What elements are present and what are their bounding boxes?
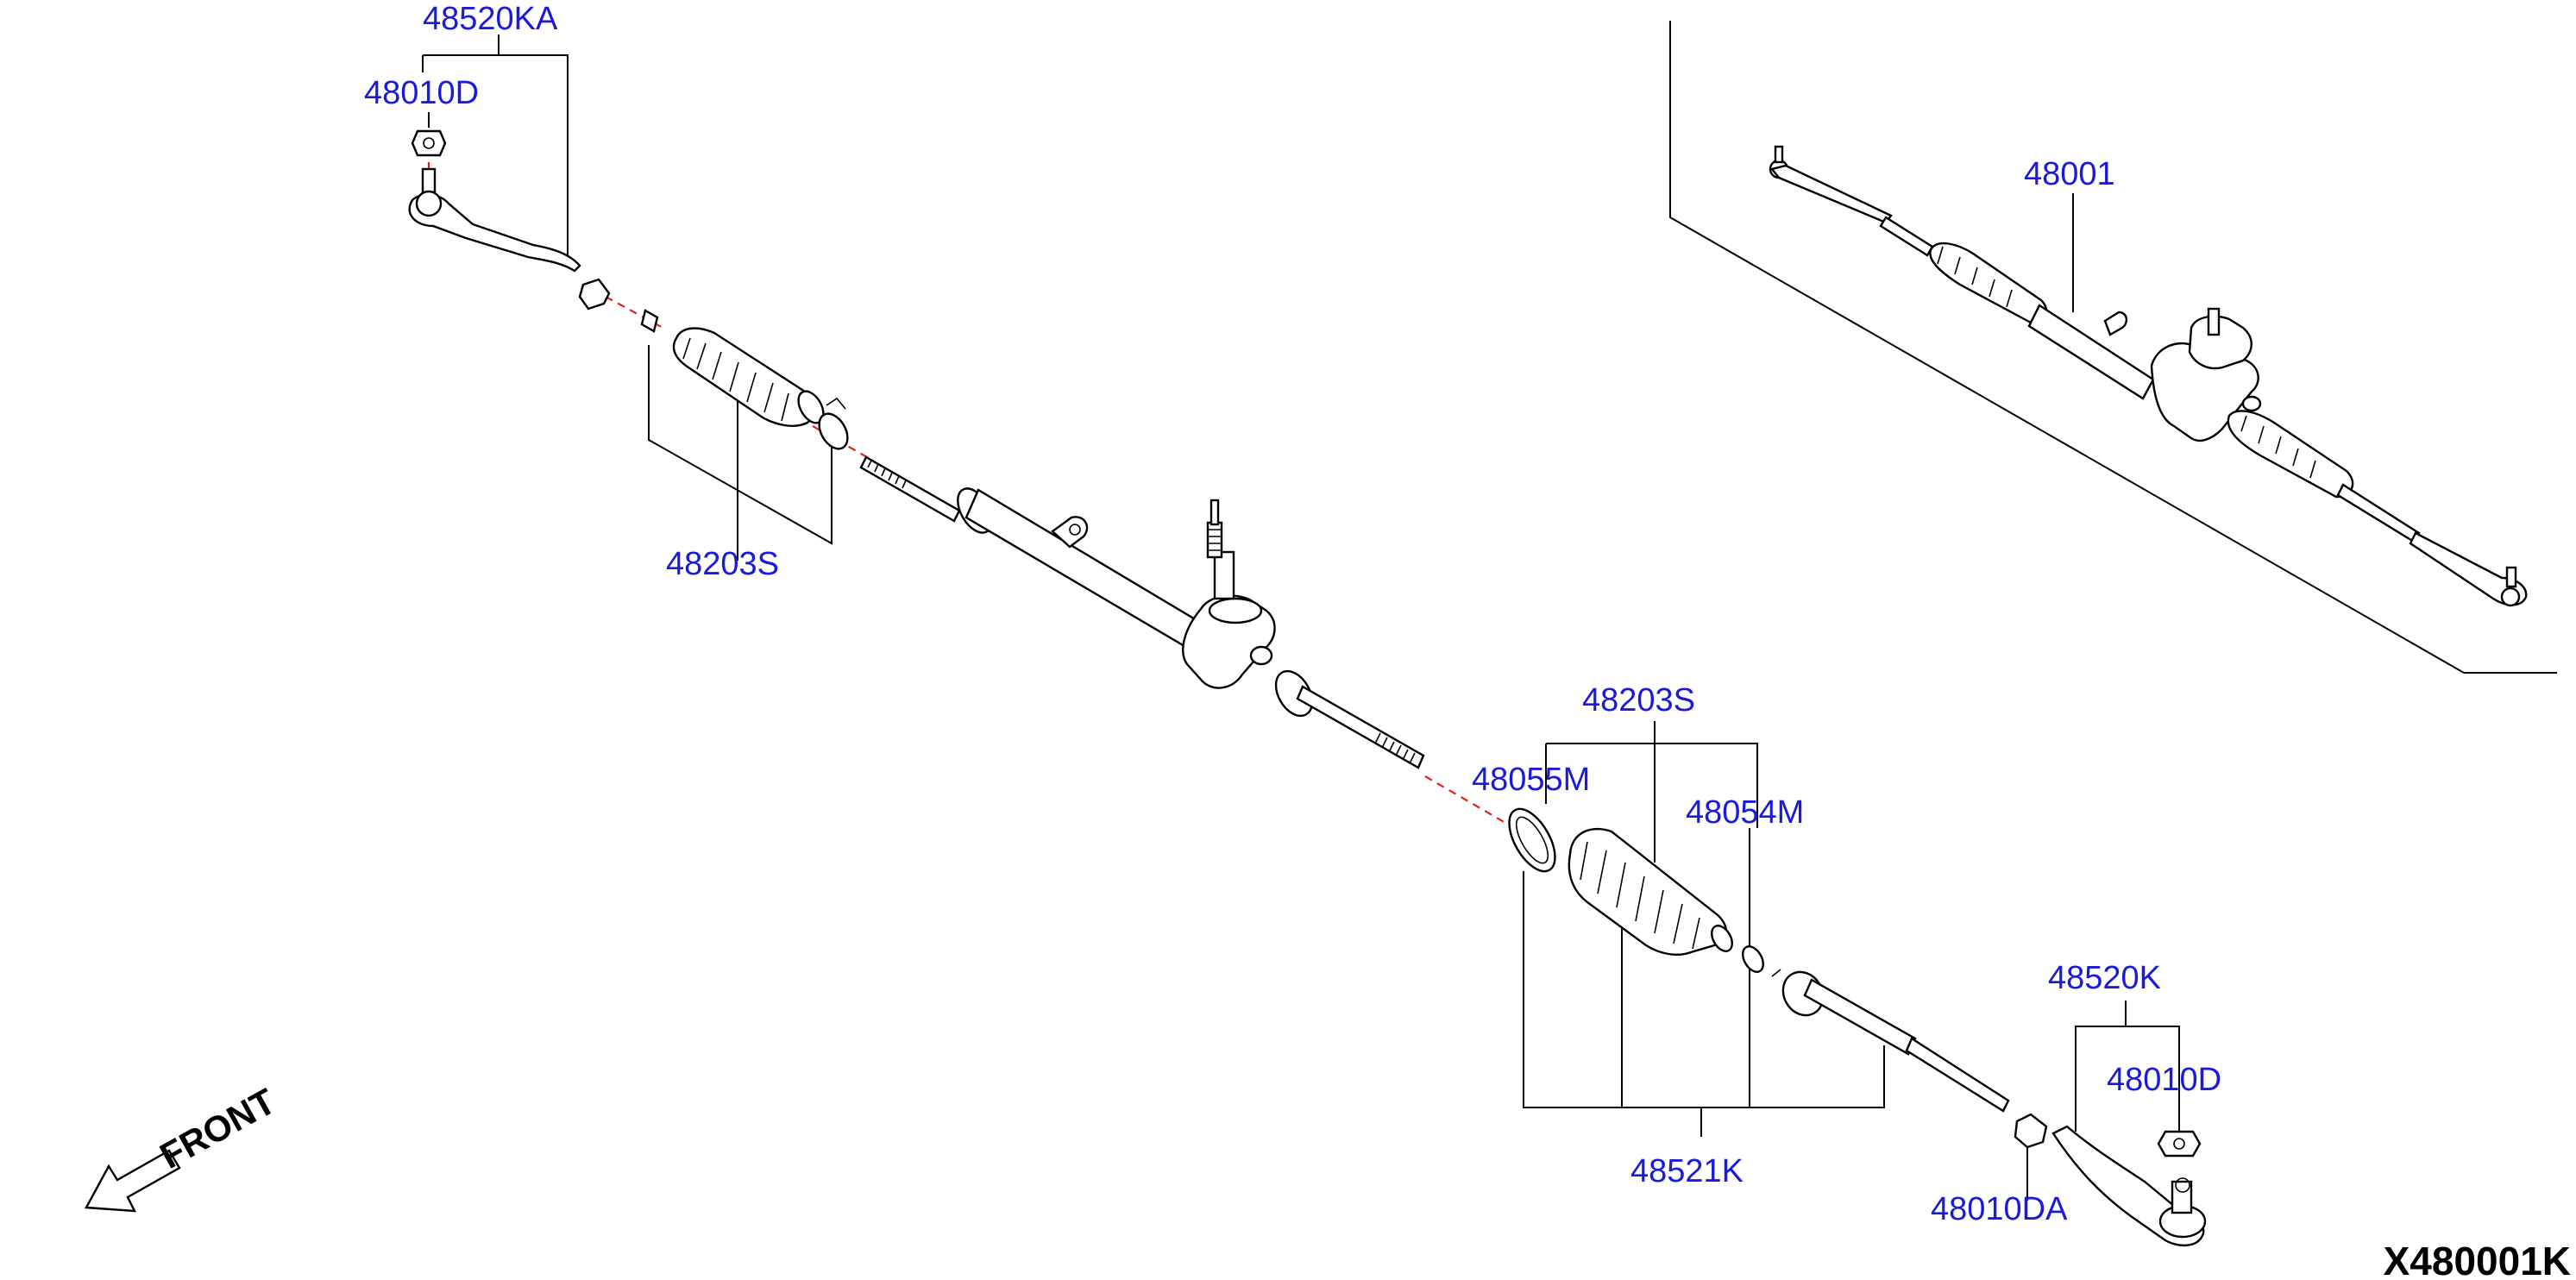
label-48520K[interactable]: 48520K xyxy=(2048,960,2161,996)
left-lock-nut[interactable] xyxy=(578,278,611,311)
label-48001[interactable]: 48001 xyxy=(2024,156,2115,192)
label-48203S-right[interactable]: 48203S xyxy=(1582,682,1695,718)
label-48203S-left[interactable]: 48203S xyxy=(666,546,779,582)
part-labels: 48520KA 48010D 48203S 48001 48203S 48055… xyxy=(364,1,2221,1227)
steering-gear-assembly[interactable] xyxy=(859,455,1425,769)
right-jam-nut[interactable] xyxy=(2014,1113,2048,1149)
right-castle-nut[interactable] xyxy=(2157,1130,2202,1158)
front-label: FRONT xyxy=(154,1080,283,1176)
label-48055M[interactable]: 48055M xyxy=(1472,762,1590,798)
label-48521K[interactable]: 48521K xyxy=(1630,1153,1744,1189)
label-48010D-left[interactable]: 48010D xyxy=(364,75,479,111)
label-48010DA[interactable]: 48010DA xyxy=(1931,1191,2068,1227)
right-tie-rod-end[interactable] xyxy=(2051,1125,2207,1246)
left-boot[interactable] xyxy=(640,309,828,427)
right-boot-small-clamp[interactable] xyxy=(1738,943,1767,976)
left-boot-clamp[interactable] xyxy=(814,397,853,454)
inset-assembly-48001[interactable] xyxy=(1769,145,2528,607)
left-tie-rod-end[interactable] xyxy=(408,167,581,273)
right-boot-large-clamp[interactable] xyxy=(1500,801,1565,878)
front-arrow-icon xyxy=(85,1149,181,1213)
right-inner-socket[interactable] xyxy=(1771,964,2010,1113)
label-48520KA[interactable]: 48520KA xyxy=(423,1,558,37)
label-48054M[interactable]: 48054M xyxy=(1686,794,1804,831)
right-boot[interactable] xyxy=(1568,827,1737,956)
leader-lines xyxy=(422,21,2557,1201)
label-48010D-right[interactable]: 48010D xyxy=(2107,1062,2221,1098)
left-castle-nut[interactable] xyxy=(411,129,447,157)
diagram-code: X480001K xyxy=(2384,1239,2571,1280)
